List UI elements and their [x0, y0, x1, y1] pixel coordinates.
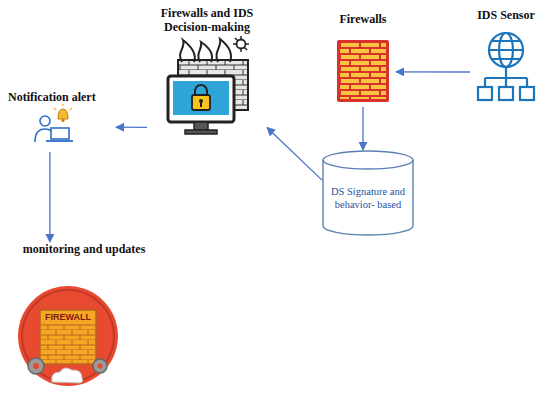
- node-label: monitoring and updates: [14, 242, 154, 256]
- decision-node: Firewalls and IDS Decision-making: [147, 6, 267, 138]
- flow-arrow: [116, 127, 147, 129]
- node-label: Firewalls: [330, 12, 396, 26]
- flow-arrow: [49, 152, 50, 242]
- sensor-icon: [478, 33, 534, 100]
- cylinder-label: DS Signature and behavior- based: [322, 185, 414, 211]
- monitoring-node: monitoring and updatesFIREWALL: [14, 242, 154, 394]
- flow-arrow: [396, 71, 470, 72]
- monitoring-icon: [18, 286, 118, 386]
- flow-arrow: [267, 127, 322, 180]
- firewall-icon: [337, 40, 389, 102]
- decision-icon: [168, 36, 249, 134]
- firewall-node: Firewalls: [330, 12, 396, 107]
- sensor-node: IDS Sensor: [470, 8, 542, 108]
- node-label: Firewalls and IDS Decision-making: [147, 6, 267, 34]
- alert-icon: [35, 104, 73, 142]
- node-label: Notification alert: [4, 90, 116, 104]
- alert-node: Notification alert: [4, 90, 116, 152]
- flow-arrow: [362, 107, 363, 150]
- database-cylinder: DS Signature and behavior- based: [322, 150, 414, 236]
- node-label: IDS Sensor: [470, 8, 542, 22]
- icon-text: FIREWALL: [20, 312, 116, 323]
